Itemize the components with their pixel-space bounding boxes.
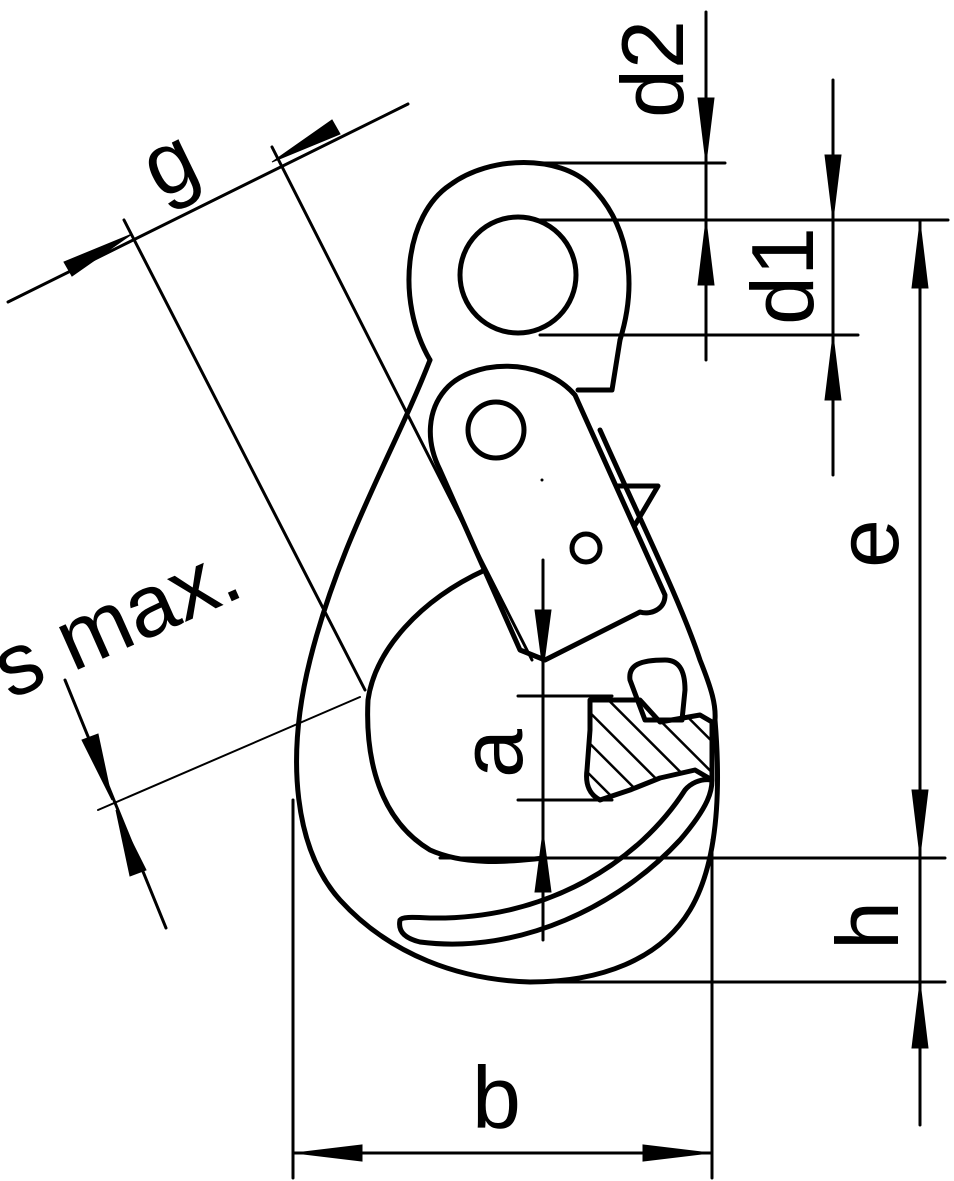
label-b: b [472,1048,521,1147]
label-e: e [818,519,917,568]
label-g: g [125,107,212,217]
label-s-max: s max. [0,522,254,718]
label-a: a [442,729,541,778]
latch-nose-section [584,657,715,803]
dimension-b [291,798,714,1180]
dimension-g [6,102,534,692]
label-d2: d2 [603,20,702,118]
safety-latch [427,363,668,663]
dimension-e-h [438,218,947,1127]
dimension-a [516,558,614,942]
latch-pin [569,531,603,565]
eye-hole [457,214,579,336]
dimension-s-max [63,678,361,930]
dimension-d2-d1 [538,10,950,477]
latch-pivot-hole [465,399,527,461]
label-h: h [818,901,917,950]
label-d1: d1 [733,227,832,325]
